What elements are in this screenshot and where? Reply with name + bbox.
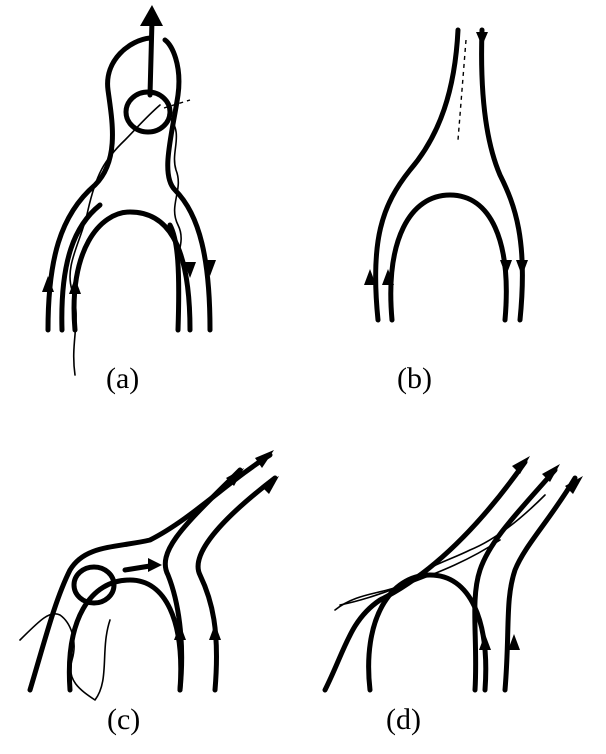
panel-c-label: (c) <box>107 703 140 737</box>
panel-b-inner-arch <box>391 195 506 320</box>
panel-b-drawing <box>364 30 528 320</box>
panel-a-drawing <box>42 5 216 375</box>
panel-b-current-sheet <box>458 40 466 140</box>
panel-c-inner-arch <box>69 580 180 690</box>
panel-d-arrowhead-1 <box>512 456 530 474</box>
panel-c-outer-field-line <box>30 455 270 690</box>
panel-b-right-field-line <box>482 30 523 320</box>
panel-c-filament <box>20 614 110 700</box>
panel-d-label: (d) <box>386 703 421 737</box>
panel-a-filament-left <box>70 105 160 375</box>
panel-b-label: (b) <box>397 362 432 396</box>
panel-a-upward-arrow-shaft <box>150 20 152 95</box>
panel-a-second-right-leg <box>170 225 179 330</box>
panel-b-arrowhead-right-inner <box>500 260 512 276</box>
panel-c-arrowhead-5 <box>209 624 221 640</box>
panel-b-arrowhead-right-outer <box>516 260 528 276</box>
panel-d-drawing <box>325 456 583 690</box>
panel-d-right-field-line <box>505 478 575 690</box>
panel-c-horizontal-arrow-head <box>148 558 162 572</box>
panel-c-drawing <box>20 450 279 700</box>
panel-b-arrowhead-top <box>476 32 488 46</box>
panel-a-label: (a) <box>106 362 139 396</box>
panel-c-horizontal-arrow-shaft <box>125 566 150 570</box>
panel-d-filament <box>335 495 545 610</box>
panel-a-upward-arrow-head <box>140 5 163 26</box>
panel-c-right-field-line <box>198 478 275 690</box>
panel-d-arrowhead-4 <box>479 634 491 650</box>
panel-a-plasmoid-loop <box>126 92 170 132</box>
